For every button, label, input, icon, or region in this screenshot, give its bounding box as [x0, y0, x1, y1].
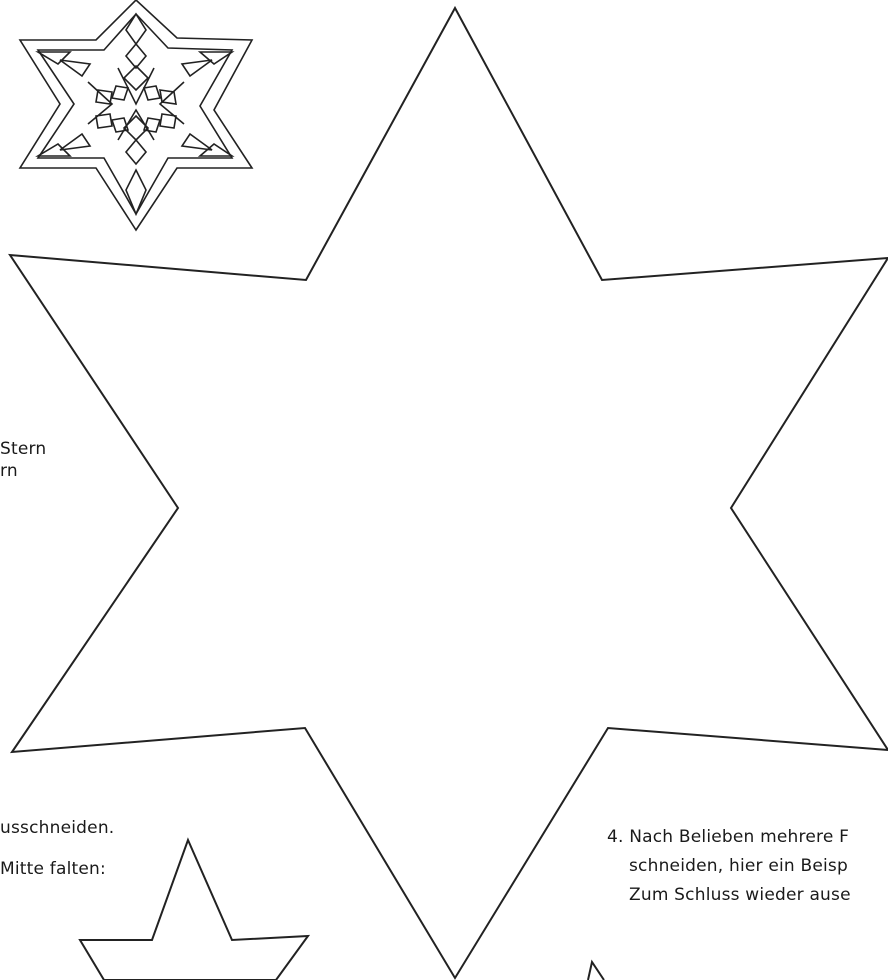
step-cut-text: usschneiden. — [0, 817, 114, 839]
left-text-line-1: Stern — [0, 438, 46, 460]
left-text-line-2: rn — [0, 460, 46, 482]
star-tip-fragment — [588, 962, 604, 980]
step-4-line-1: 4. Nach Belieben mehrere F — [607, 823, 851, 852]
left-margin-text: Stern rn — [0, 438, 46, 482]
step-fold-text: Mitte falten: — [0, 858, 106, 880]
decorated-star-icon — [20, 0, 252, 230]
step-4-line-2: schneiden, hier ein Beisp — [607, 852, 851, 881]
small-star-outline — [80, 840, 308, 980]
step-4-line-3: Zum Schluss wieder ause — [607, 881, 851, 910]
step-4-instructions: 4. Nach Belieben mehrere F schneiden, hi… — [607, 823, 851, 910]
